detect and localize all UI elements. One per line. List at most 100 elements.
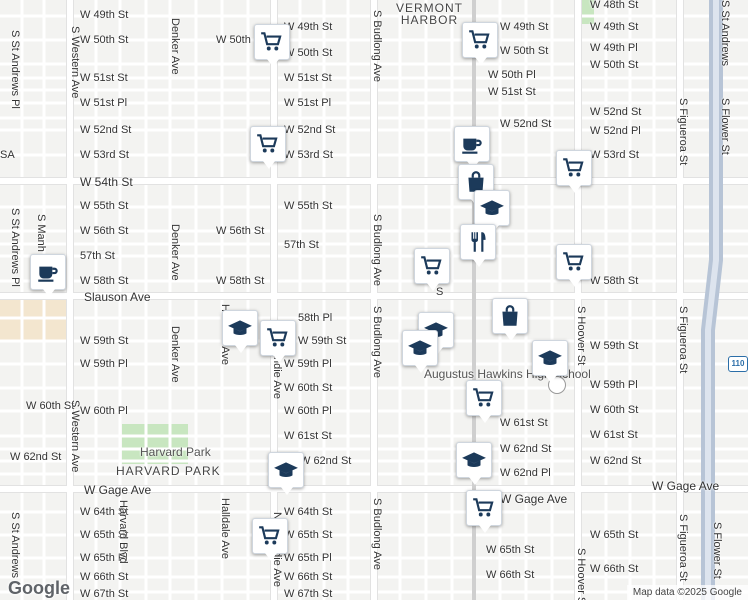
street-label: W 65th St [284, 529, 333, 541]
school-icon [228, 320, 252, 336]
restaurant-icon [471, 232, 486, 252]
pin-3[interactable] [250, 126, 286, 169]
street-label: W 55th St [284, 200, 333, 212]
school-icon [462, 452, 486, 468]
street-label: W 49th Pl [590, 42, 638, 54]
neighborhood-label: HARVARD PARK [116, 464, 221, 478]
street-label: W 50th St [80, 34, 129, 46]
street-label: W Gage Ave [652, 479, 720, 493]
street-label: W 52nd St [590, 106, 642, 118]
street-label: W 49th St [284, 21, 333, 33]
street-label: S St Andrews Pl [9, 208, 21, 287]
street-label: W 59th Pl [80, 358, 128, 370]
cart-icon [473, 498, 494, 517]
street-label: Harvard Blvd [117, 500, 129, 564]
street-label: 57th St [80, 250, 115, 262]
pin-15[interactable] [402, 330, 438, 373]
street-label: W 67th St [80, 588, 129, 600]
street-label: S Budlong Ave [371, 498, 383, 570]
street-label: W 59th Pl [590, 379, 638, 391]
street-label: W 61st St [284, 430, 332, 442]
street-label: W 58th St [590, 275, 639, 287]
street-label: S St Andrews Pl [9, 30, 21, 109]
pin-17[interactable] [532, 340, 568, 383]
street-label: W 62nd St [500, 443, 552, 455]
street-label: Halldale Ave [219, 498, 231, 559]
cart-icon [563, 252, 584, 271]
street-label: W 51st St [80, 72, 128, 84]
street-label: W 56th St [80, 225, 129, 237]
street-label: W 66th St [284, 571, 333, 583]
pin-11[interactable] [556, 244, 592, 287]
cart-icon [259, 526, 280, 545]
pin-12[interactable] [492, 298, 528, 341]
cart-icon [257, 134, 278, 153]
pin-9[interactable] [460, 224, 496, 267]
street-label: S Figueroa St [677, 98, 689, 166]
street-label: W 65th Pl [80, 552, 128, 564]
street-label: W 60th St [284, 382, 333, 394]
pin-4[interactable] [454, 126, 490, 169]
highway-shield: 110 [728, 356, 748, 372]
street-label: Slauson Ave [84, 290, 151, 304]
street-label: W 53rd St [590, 149, 639, 161]
street-label: W 64th St [284, 506, 333, 518]
street-label: W 62nd Pl [500, 467, 551, 479]
street-label: W Gage Ave [500, 492, 568, 506]
street-label: W 61st St [500, 417, 548, 429]
street-label: W 50th St [590, 59, 639, 71]
google-logo[interactable]: Google [8, 578, 70, 598]
street-label: 58th Pl [298, 312, 333, 324]
pin-18[interactable] [466, 380, 502, 423]
pin-19[interactable] [466, 490, 502, 533]
street-label: W 51st Pl [80, 97, 128, 109]
street-label: S Western Ave [69, 26, 81, 99]
pin-20[interactable] [456, 442, 492, 485]
street-label: W 60th St [590, 404, 639, 416]
pin-13[interactable] [222, 310, 258, 353]
street-label: W 61st St [590, 429, 638, 441]
street-label: W 50th St [284, 47, 333, 59]
street-label: W 52nd St [80, 124, 132, 136]
street-label: W 62nd St [590, 455, 642, 467]
pin-22[interactable] [252, 518, 288, 561]
street-label: S Western Ave [69, 400, 81, 473]
map-attribution[interactable]: Map data ©2025 Google [626, 585, 748, 600]
street-label: W 58th St [80, 275, 129, 287]
street-label: S Flower St [711, 522, 723, 579]
street-label: S [436, 286, 444, 298]
pin-8[interactable] [474, 190, 510, 233]
street-label: W 62nd St [300, 455, 352, 467]
cart-icon [469, 30, 490, 49]
street-label: W 51st St [488, 86, 536, 98]
pin-6[interactable] [30, 254, 66, 297]
street-label: W 59th St [590, 340, 639, 352]
school-icon [538, 350, 562, 366]
park-label: Harvard Park [140, 445, 211, 459]
pin-1[interactable] [254, 24, 290, 67]
street-label: S St Andrews [719, 0, 731, 67]
cart-icon [563, 158, 584, 177]
pin-5[interactable] [556, 150, 592, 193]
street-label: S Manh [35, 214, 47, 252]
street-label: W 56th St [216, 225, 265, 237]
street-label: W 53rd St [80, 149, 129, 161]
street-label: W 49th St [500, 21, 549, 33]
street-label: W 65th Pl [284, 552, 332, 564]
pin-2[interactable] [462, 22, 498, 65]
pin-21[interactable] [268, 452, 304, 495]
pin-10[interactable] [414, 248, 450, 291]
street-label: W 59th St [80, 335, 129, 347]
cart-icon [261, 32, 282, 51]
bag-icon [502, 305, 518, 326]
street-label: W 66th St [590, 563, 639, 575]
street-label: W 50th Pl [488, 69, 536, 81]
street-label: S Hoover St [575, 548, 587, 600]
street-label: S Flower St [719, 98, 731, 155]
bag-icon [468, 171, 484, 192]
street-label: W 59th Pl [284, 358, 332, 370]
street-label: W 60th St [26, 400, 75, 412]
pin-16[interactable] [260, 320, 296, 363]
neighborhood-label: VERMONT HARBOR [396, 1, 463, 27]
